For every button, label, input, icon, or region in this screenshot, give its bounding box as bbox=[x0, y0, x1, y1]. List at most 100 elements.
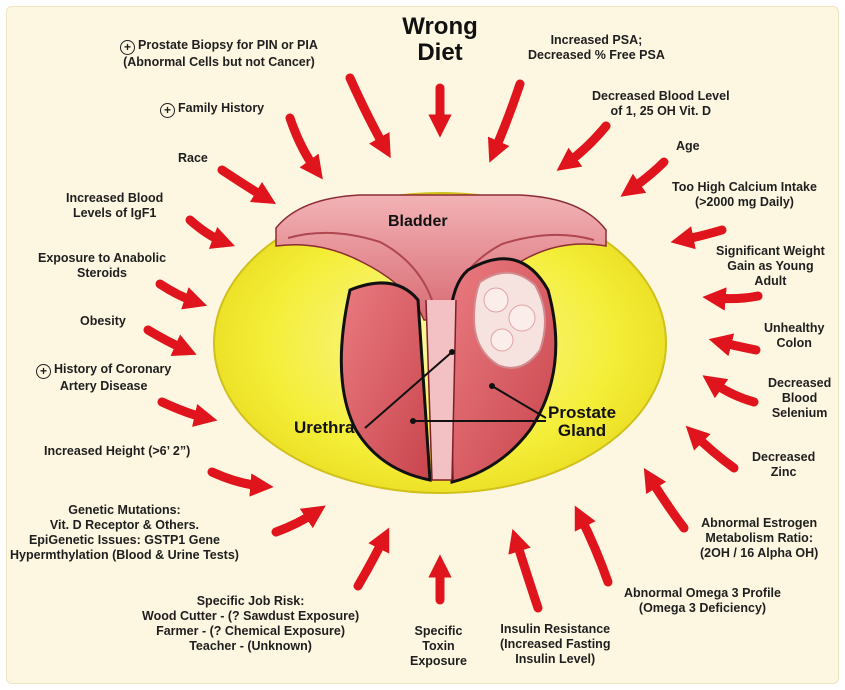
arrow-family-history bbox=[290, 118, 316, 170]
coronary-line-2: Artery Disease bbox=[36, 379, 171, 394]
arrow-insulin bbox=[516, 540, 538, 608]
plus-icon: + bbox=[160, 103, 175, 118]
factor-calcium: Too High Calcium Intake (>2000 mg Daily) bbox=[672, 180, 817, 210]
factor-race: Race bbox=[178, 151, 208, 166]
selenium-line-3: Selenium bbox=[768, 406, 831, 421]
prostate-gland-line-1: Prostate bbox=[548, 404, 616, 422]
arrow-height bbox=[212, 472, 262, 486]
arrow-genetic bbox=[276, 512, 316, 532]
job-risk-line-3: Farmer - (? Chemical Exposure) bbox=[142, 624, 359, 639]
factor-genetic: Genetic Mutations: Vit. D Receptor & Oth… bbox=[10, 503, 239, 563]
genetic-line-1: Genetic Mutations: bbox=[10, 503, 239, 518]
job-risk-line-4: Teacher - (Unknown) bbox=[142, 639, 359, 654]
arrow-biopsy bbox=[350, 78, 385, 148]
omega3-line-2: (Omega 3 Deficiency) bbox=[624, 601, 781, 616]
insulin-line-1: Insulin Resistance bbox=[500, 622, 610, 637]
genetic-line-4: Hypermthylation (Blood & Urine Tests) bbox=[10, 548, 239, 563]
factor-obesity: Obesity bbox=[80, 314, 126, 329]
igf1-line-2: Levels of IgF1 bbox=[66, 206, 163, 221]
arrow-vit-d bbox=[566, 126, 606, 164]
arrow-colon bbox=[720, 342, 756, 350]
colon-line-1: Unhealthy bbox=[764, 321, 824, 336]
selenium-line-1: Decreased bbox=[768, 376, 831, 391]
job-risk-line-2: Wood Cutter - (? Sawdust Exposure) bbox=[142, 609, 359, 624]
bladder-label: Bladder bbox=[388, 213, 448, 231]
prostate-gland-line-2: Gland bbox=[548, 422, 616, 440]
arrow-coronary bbox=[162, 402, 206, 418]
selenium-line-2: Blood bbox=[768, 391, 831, 406]
factor-colon: Unhealthy Colon bbox=[764, 321, 824, 351]
factor-insulin: Insulin Resistance (Increased Fasting In… bbox=[500, 622, 610, 667]
biopsy-line-1: Prostate Biopsy for PIN or PIA bbox=[138, 38, 318, 52]
factor-coronary: +History of Coronary Artery Disease bbox=[36, 362, 171, 394]
urethra-channel bbox=[426, 300, 456, 480]
psa-line-1: Increased PSA; bbox=[528, 33, 665, 48]
factor-selenium: Decreased Blood Selenium bbox=[768, 376, 831, 421]
arrow-calcium bbox=[682, 230, 722, 240]
wrong-diet-title: Wrong Diet bbox=[380, 14, 500, 66]
job-risk-line-1: Specific Job Risk: bbox=[142, 594, 359, 609]
colon-line-2: Colon bbox=[764, 336, 824, 351]
weight-gain-line-2: Gain as Young bbox=[716, 259, 825, 274]
factor-job-risk: Specific Job Risk: Wood Cutter - (? Sawd… bbox=[142, 594, 359, 654]
toxin-line-2: Toxin bbox=[410, 639, 467, 654]
arrow-race bbox=[222, 170, 266, 198]
calcium-line-2: (>2000 mg Daily) bbox=[672, 195, 817, 210]
prostate-gland-label: Prostate Gland bbox=[548, 404, 616, 440]
factor-omega3: Abnormal Omega 3 Profile (Omega 3 Defici… bbox=[624, 586, 781, 616]
arrow-psa bbox=[494, 84, 520, 152]
factor-biopsy: +Prostate Biopsy for PIN or PIA (Abnorma… bbox=[120, 38, 318, 70]
toxin-line-3: Exposure bbox=[410, 654, 467, 669]
factor-toxin: Specific Toxin Exposure bbox=[410, 624, 467, 669]
arrow-zinc bbox=[694, 434, 734, 468]
arrow-omega3 bbox=[580, 516, 608, 582]
vit-d-line-2: of 1, 25 OH Vit. D bbox=[592, 104, 730, 119]
estrogen-line-3: (2OH / 16 Alpha OH) bbox=[700, 546, 818, 561]
arrow-anabolic bbox=[160, 284, 196, 302]
factor-estrogen: Abnormal Estrogen Metabolism Ratio: (2OH… bbox=[700, 516, 818, 561]
biopsy-line-2: (Abnormal Cells but not Cancer) bbox=[120, 55, 318, 70]
arrow-weight-gain bbox=[714, 296, 758, 299]
genetic-line-3: EpiGenetic Issues: GSTP1 Gene bbox=[10, 533, 239, 548]
factor-psa: Increased PSA; Decreased % Free PSA bbox=[528, 33, 665, 63]
factor-zinc: Decreased Zinc bbox=[752, 450, 815, 480]
arrow-selenium bbox=[712, 382, 754, 402]
estrogen-line-1: Abnormal Estrogen bbox=[700, 516, 818, 531]
zinc-line-1: Decreased bbox=[752, 450, 815, 465]
insulin-line-2: (Increased Fasting bbox=[500, 637, 610, 652]
vit-d-line-1: Decreased Blood Level bbox=[592, 89, 730, 104]
factor-vit-d: Decreased Blood Level of 1, 25 OH Vit. D bbox=[592, 89, 730, 119]
age-line-1: Age bbox=[676, 139, 700, 154]
factor-family-history: +Family History bbox=[160, 101, 264, 118]
weight-gain-line-1: Significant Weight bbox=[716, 244, 825, 259]
weight-gain-line-3: Adult bbox=[716, 274, 825, 289]
factor-anabolic: Exposure to Anabolic Steroids bbox=[38, 251, 166, 281]
factor-weight-gain: Significant Weight Gain as Young Adult bbox=[716, 244, 825, 289]
toxin-line-1: Specific bbox=[410, 624, 467, 639]
factor-height: Increased Height (>6’ 2”) bbox=[44, 444, 190, 459]
calcium-line-1: Too High Calcium Intake bbox=[672, 180, 817, 195]
factor-age: Age bbox=[676, 139, 700, 154]
anabolic-line-2: Steroids bbox=[38, 266, 166, 281]
omega3-line-1: Abnormal Omega 3 Profile bbox=[624, 586, 781, 601]
race-line-1: Race bbox=[178, 151, 208, 166]
urethra-label: Urethra bbox=[294, 418, 354, 438]
genetic-line-2: Vit. D Receptor & Others. bbox=[10, 518, 239, 533]
psa-line-2: Decreased % Free PSA bbox=[528, 48, 665, 63]
obesity-line-1: Obesity bbox=[80, 314, 126, 329]
factor-igf1: Increased Blood Levels of IgF1 bbox=[66, 191, 163, 221]
estrogen-line-2: Metabolism Ratio: bbox=[700, 531, 818, 546]
igf1-line-1: Increased Blood bbox=[66, 191, 163, 206]
title-line-2: Diet bbox=[380, 40, 500, 66]
height-line-1: Increased Height (>6’ 2”) bbox=[44, 444, 190, 459]
plus-icon: + bbox=[36, 364, 51, 379]
arrow-igf1 bbox=[190, 220, 224, 242]
title-line-1: Wrong bbox=[380, 14, 500, 40]
arrow-estrogen bbox=[650, 478, 684, 528]
arrow-job-risk bbox=[358, 538, 384, 586]
coronary-line-1: History of Coronary bbox=[54, 362, 171, 376]
arrow-age bbox=[630, 162, 664, 190]
anabolic-line-1: Exposure to Anabolic bbox=[38, 251, 166, 266]
zinc-line-2: Zinc bbox=[752, 465, 815, 480]
arrow-obesity bbox=[148, 330, 186, 350]
